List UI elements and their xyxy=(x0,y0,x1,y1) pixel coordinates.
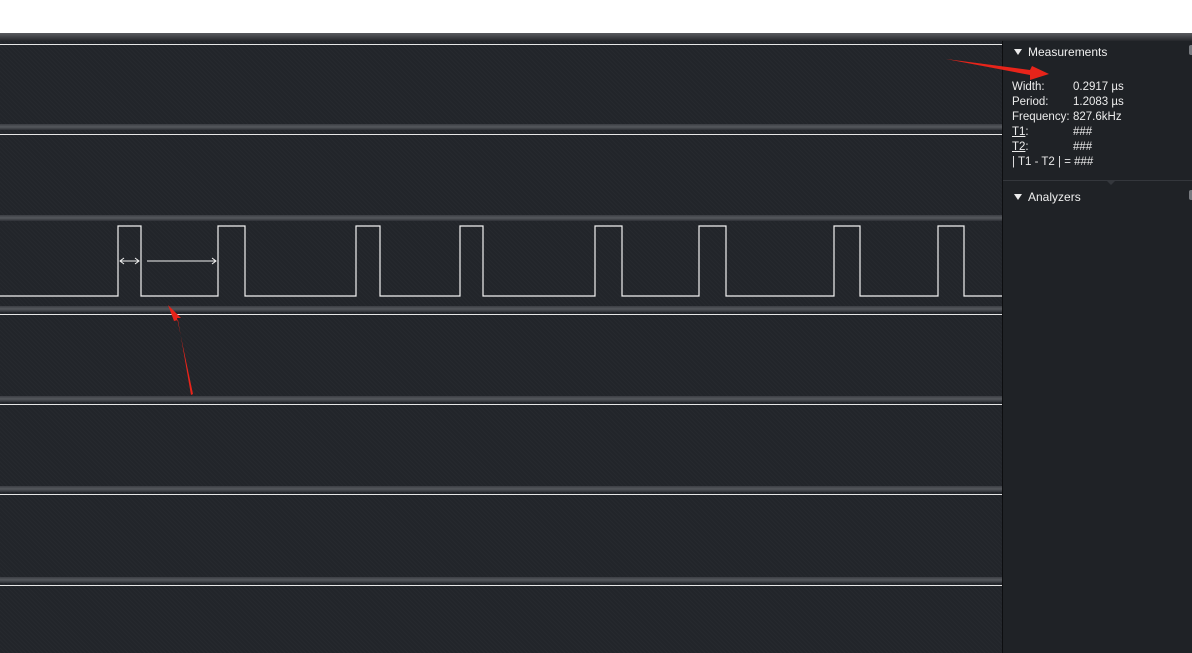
t1-colon: : xyxy=(1025,126,1029,138)
lane-separator[interactable] xyxy=(0,577,1002,583)
t1-link[interactable]: T1 xyxy=(1012,126,1026,138)
lane-separator[interactable] xyxy=(0,215,1002,221)
top-bar xyxy=(0,0,1192,33)
waveform-area[interactable] xyxy=(0,41,1002,653)
channel-1-signal-line xyxy=(0,134,1002,135)
width-label: Width: xyxy=(1012,81,1045,93)
measurements-options-button[interactable] xyxy=(1189,45,1192,55)
channel-lane-5[interactable] xyxy=(0,494,1002,584)
pulse-waveform xyxy=(0,225,1002,297)
panel-divider[interactable] xyxy=(1003,180,1192,181)
width-value: 0.2917 µs xyxy=(1073,81,1124,93)
triangle-down-icon[interactable] xyxy=(1014,49,1022,55)
t-diff-value: ### xyxy=(1074,156,1094,168)
channel-6-signal-line xyxy=(0,585,1002,586)
period-label: Period: xyxy=(1012,96,1049,108)
triangle-down-icon[interactable] xyxy=(1014,194,1022,200)
channel-lane-4[interactable] xyxy=(0,404,1002,494)
t2-value: ### xyxy=(1073,141,1093,153)
lane-separator[interactable] xyxy=(0,124,1002,130)
frequency-label: Frequency: xyxy=(1012,111,1070,123)
width-marker xyxy=(119,257,140,265)
channel-lane-1[interactable] xyxy=(0,134,1002,224)
side-panel: Measurements Width: 0.2917 µs Period: 1.20… xyxy=(1002,41,1192,653)
period-marker xyxy=(147,257,217,265)
channel-0-signal-line xyxy=(0,44,1002,45)
channel-lane-3[interactable] xyxy=(0,314,1002,404)
channel-lane-0[interactable] xyxy=(0,44,1002,134)
measurement-row-width: Width: 0.2917 µs xyxy=(1012,80,1124,95)
analyzers-options-button[interactable] xyxy=(1189,190,1192,200)
t2-colon: : xyxy=(1025,141,1029,153)
t2-link[interactable]: T2 xyxy=(1012,141,1026,153)
divider-notch-icon xyxy=(1106,180,1116,185)
channel-2-pulse-train[interactable] xyxy=(0,225,1002,297)
measurements-title: Measurements xyxy=(1028,45,1108,59)
frequency-value: 827.6kHz xyxy=(1073,111,1122,123)
measurements-header[interactable]: Measurements xyxy=(1003,41,1192,63)
measurement-row-t-diff: | T1 - T2 | = ### xyxy=(1012,155,1093,170)
lane-separator[interactable] xyxy=(0,396,1002,402)
measurement-row-frequency: Frequency:827.6kHz xyxy=(1012,110,1122,125)
measurement-row-t2: T2: ### xyxy=(1012,140,1092,155)
period-value: 1.2083 µs xyxy=(1073,96,1124,108)
channel-4-signal-line xyxy=(0,404,1002,405)
toolbar-shadow xyxy=(0,33,1192,41)
measurement-row-t1: T1: ### xyxy=(1012,125,1092,140)
lane-separator[interactable] xyxy=(0,306,1002,312)
analyzers-header[interactable]: Analyzers xyxy=(1003,186,1192,208)
lane-separator[interactable] xyxy=(0,486,1002,492)
analyzers-title: Analyzers xyxy=(1028,190,1081,204)
measurement-row-period: Period: 1.2083 µs xyxy=(1012,95,1124,110)
t1-value: ### xyxy=(1073,126,1093,138)
channel-lane-6[interactable] xyxy=(0,585,1002,653)
channel-5-signal-line xyxy=(0,494,1002,495)
channel-3-signal-line xyxy=(0,314,1002,315)
t-diff-label: | T1 - T2 | = xyxy=(1012,156,1071,168)
